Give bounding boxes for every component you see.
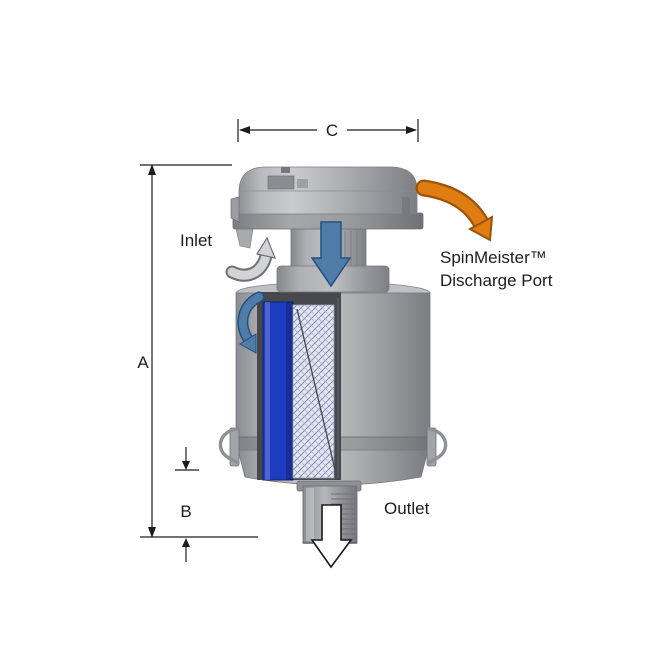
right-clamp xyxy=(426,427,448,467)
dim-c-arrow-right xyxy=(406,126,417,134)
inlet-arrow-body xyxy=(227,251,271,280)
right-clamp-wire xyxy=(426,427,448,465)
left-clamp xyxy=(218,427,240,467)
outlet-flow-arrow xyxy=(310,504,353,569)
cap-top-notch xyxy=(281,167,290,173)
label-outlet: Outlet xyxy=(384,499,430,518)
label-dim-c: C xyxy=(326,121,338,140)
label-discharge-line1: SpinMeister™ xyxy=(440,248,547,267)
dim-b-arrow-down xyxy=(182,461,190,470)
filter-support-wire xyxy=(296,308,337,475)
filter-panel-shade xyxy=(286,302,293,480)
cap-latch-detail xyxy=(267,175,295,190)
inlet-scoop-edge xyxy=(235,228,254,249)
cap-left-clip xyxy=(230,196,240,223)
discharge-arrow-head xyxy=(467,215,494,242)
internal-arrow-body xyxy=(238,293,263,343)
discharge-arrow-body xyxy=(417,181,488,230)
dim-b-arrow-up xyxy=(182,538,190,547)
discharge-arrow xyxy=(415,179,494,242)
dim-c-arrow-left xyxy=(239,126,250,134)
filter-silencer-device xyxy=(218,166,448,544)
label-dim-b: B xyxy=(180,502,191,521)
dimension-c xyxy=(237,119,419,142)
neck-flow-arrow xyxy=(310,221,352,288)
left-clamp-wire xyxy=(218,427,240,465)
label-discharge-line2: Discharge Port xyxy=(440,271,553,290)
label-inlet: Inlet xyxy=(180,231,212,250)
dim-a-arrow-top xyxy=(148,164,156,175)
filter-media-mesh xyxy=(292,304,335,479)
labels: C A B Inlet Outlet SpinMeister™ Discharg… xyxy=(137,121,552,521)
inlet-flow-arrow xyxy=(225,236,276,282)
cap-dome xyxy=(238,166,418,215)
dim-a-arrow-bottom xyxy=(148,527,156,538)
cap-right-slot xyxy=(402,197,410,214)
cap-latch-detail-small xyxy=(297,179,308,188)
filter-panel-highlight xyxy=(265,302,270,480)
dimension-a xyxy=(140,164,258,538)
filter-end-panel xyxy=(262,301,294,481)
internal-flow-arrow xyxy=(237,291,265,354)
inlet-arrow-head xyxy=(256,236,276,259)
outlet-pipe-highlight xyxy=(306,488,314,541)
dimension-b xyxy=(175,447,199,562)
internal-arrow-head xyxy=(239,333,257,354)
label-dim-a: A xyxy=(137,353,149,372)
